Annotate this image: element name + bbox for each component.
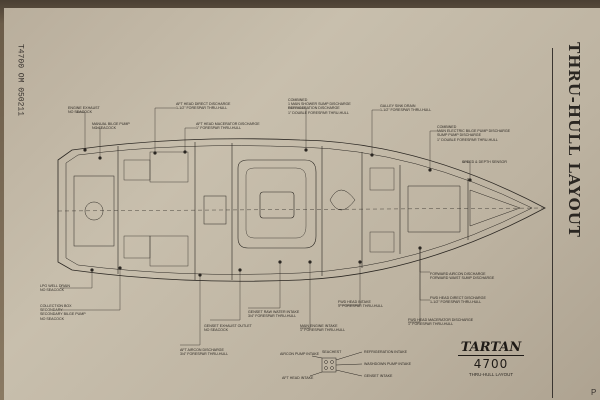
logo-subtitle: THRU-HULL LAYOUT <box>468 372 514 377</box>
callout-speed-depth-sensor: SPEED & DEPTH SENSOR <box>462 160 507 164</box>
legend-washdown-pump-intake: WASHDOWN PUMP INTAKE <box>364 362 412 366</box>
brand-logo: TARTAN <box>457 340 525 356</box>
vberth <box>407 185 461 233</box>
saloon-settee <box>237 159 317 249</box>
title-strip <box>552 48 599 398</box>
drawing-sheet <box>4 8 600 400</box>
legend-refrigeration-intake: REFRIGERATION INTAKE <box>364 350 407 354</box>
model-number: 4700 <box>473 357 509 371</box>
page-fragment: P <box>591 388 597 397</box>
legend-seachest: SEACHEST <box>322 350 342 354</box>
legend-aft-head-intake: AFT HEAD INTAKE <box>282 376 314 380</box>
legend-genset-intake: GENSET INTAKE <box>364 374 393 378</box>
hull-inner <box>65 145 533 275</box>
legend-aircon-pump-intake: AIRCON PUMP INTAKE <box>280 352 320 356</box>
tartan-logo-block: TARTAN 4700 THRU-HULL LAYOUT <box>455 338 527 384</box>
